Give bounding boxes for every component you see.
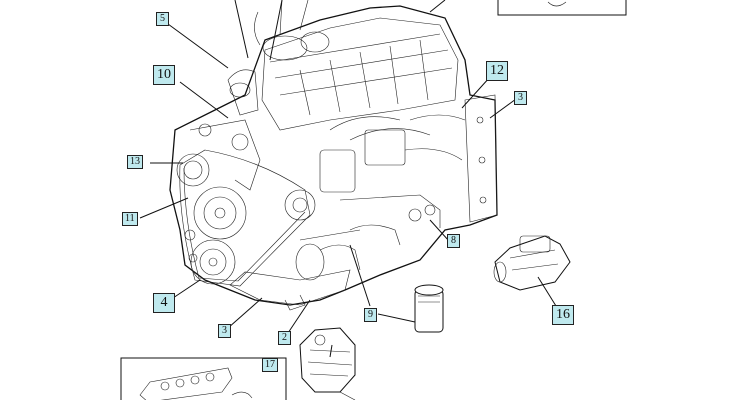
callout-8[interactable]: 8 (447, 234, 460, 248)
alternator (299, 327, 356, 400)
callout-11[interactable]: 11 (122, 212, 138, 226)
callout-3-lower[interactable]: 3 (218, 324, 231, 338)
starter-motor (493, 235, 571, 291)
callout-5[interactable]: 5 (156, 12, 169, 26)
leader-lines (139, 0, 557, 358)
callout-3-upper[interactable]: 3 (514, 91, 527, 105)
engine-block (169, 0, 498, 311)
callout-2[interactable]: 2 (278, 331, 291, 345)
callout-9[interactable]: 9 (364, 308, 377, 322)
inset-box-top-right (497, 0, 627, 16)
callout-4[interactable]: 4 (153, 293, 175, 313)
gasket-kit-inset (120, 357, 287, 400)
callout-16[interactable]: 16 (552, 305, 574, 325)
callout-10[interactable]: 10 (153, 65, 175, 85)
callout-12[interactable]: 12 (486, 61, 508, 81)
oil-filter (414, 284, 444, 333)
callout-13[interactable]: 13 (127, 155, 143, 169)
callout-17[interactable]: 17 (262, 358, 278, 372)
